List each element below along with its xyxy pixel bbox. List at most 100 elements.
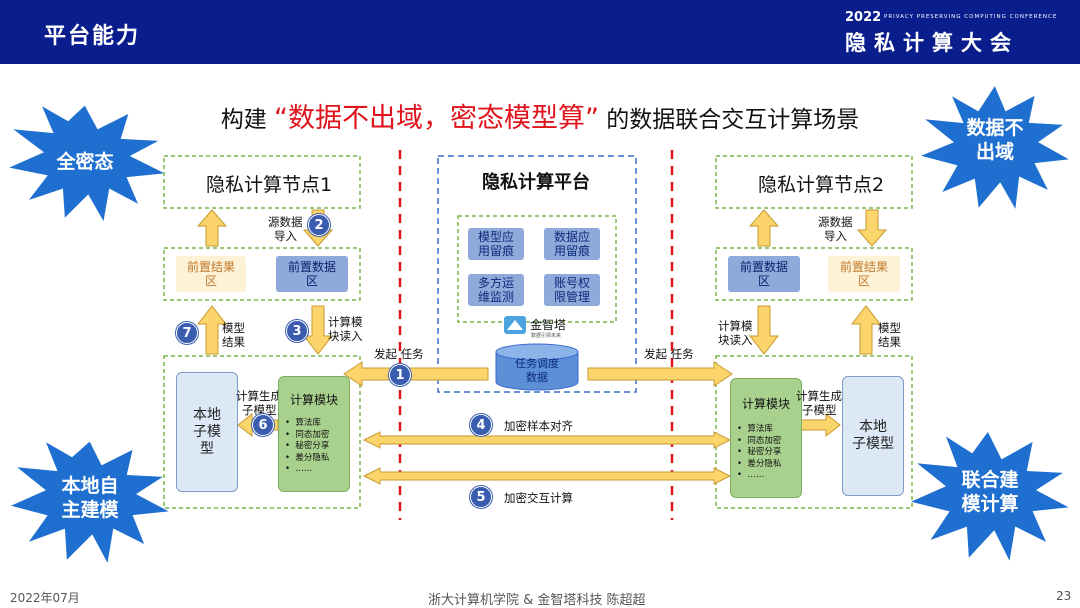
- burst-bottom-right: [904, 428, 1076, 568]
- step-4-badge: 4: [470, 414, 492, 436]
- node2-model-result-line1: 模型: [878, 321, 901, 335]
- node2-pre-result-line2: 区: [857, 274, 870, 288]
- platform-box-line: 账号权: [553, 276, 590, 290]
- footer-date: 2022年07月: [10, 591, 80, 605]
- node2-calc-generate-line2: 子模型: [802, 403, 837, 417]
- node2-pre-data-zone: 前置数据 区: [728, 256, 800, 292]
- node2-local-model-line1: 本地: [859, 419, 887, 435]
- headline-highlight: “数据不出域，密态模型算”: [274, 103, 599, 134]
- node1-calc-generate-line2: 子模型: [242, 403, 277, 417]
- node2-pre-result-line1: 前置结果: [839, 260, 888, 274]
- platform-box-line: 限管理: [553, 290, 590, 304]
- node2-calc-read-line1: 计算模: [718, 319, 753, 333]
- node1-local-model: 本地 子模 型: [176, 372, 238, 492]
- node1-calc-item: • 算法库: [285, 418, 321, 428]
- node2-pre-result-zone: 前置结果 区: [828, 256, 900, 292]
- platform-box-line: 维监测: [477, 290, 514, 304]
- conference-name: 隐私计算大会: [845, 31, 1019, 55]
- node2-model-result-line2: 结果: [878, 335, 901, 349]
- dispatch-task-right: 发起 任务: [644, 347, 694, 361]
- platform-box-line: 用留痕: [477, 244, 514, 258]
- node2-source-import-line2: 导入: [824, 229, 847, 243]
- burst-label-joint-line1: 联合建: [961, 469, 1019, 491]
- headline-prefix: 构建: [220, 107, 267, 133]
- node2-calc-item: • ……: [737, 470, 765, 480]
- headline: 构建 “数据不出域，密态模型算” 的数据联合交互计算场景: [0, 96, 1080, 135]
- node2-calc-item: • 秘密分享: [737, 447, 782, 457]
- node1-model-result-line2: 结果: [222, 335, 245, 349]
- node1-local-model-line3: 型: [200, 440, 214, 457]
- burst-label-local-line2: 主建模: [61, 499, 119, 521]
- node2-calc-item: • 同态加密: [737, 435, 782, 446]
- burst-label-data-line1: 数据不: [966, 117, 1024, 139]
- platform-logo-name: 金智塔: [530, 318, 567, 332]
- platform-model-trace: 模型应 用留痕: [468, 228, 524, 260]
- node1-pre-data-line1: 前置数据: [287, 260, 336, 274]
- node1-calc-module: 计算模块 • 算法库 • 同态加密 • 秘密分享 • 差分隐私 • ……: [278, 376, 350, 492]
- platform-logo-sub: 数据引领未来: [531, 333, 562, 339]
- burst-label-joint-line2: 模计算: [961, 493, 1019, 515]
- node2-pre-data-line2: 区: [757, 274, 770, 288]
- node1-calc-generate-line1: 计算生成: [236, 389, 282, 403]
- node1-calc-item: • 秘密分享: [285, 441, 330, 451]
- node2-title: 隐私计算节点2: [758, 174, 885, 196]
- headline-suffix: 的数据联合交互计算场景: [606, 107, 860, 133]
- node1-pre-data-line2: 区: [305, 274, 318, 288]
- node1-calc-read-line2: 块读入: [328, 329, 363, 343]
- burst-bottom-left: [4, 437, 176, 570]
- node2-calc-read-line2: 块读入: [718, 333, 753, 347]
- node1-source-import-line1: 源数据: [268, 215, 303, 229]
- node1-calc-items: • 算法库 • 同态加密 • 秘密分享 • 差分隐私 • ……: [285, 418, 349, 476]
- node1-calc-module-title: 计算模块: [289, 393, 338, 407]
- burst-top-right: [914, 81, 1076, 216]
- platform-multiparty-monitor: 多方运 维监测: [468, 274, 524, 306]
- burst-top-left: [2, 101, 172, 227]
- step4-label: 加密样本对齐: [504, 419, 573, 433]
- dispatch-task-left: 发起 任务: [374, 347, 424, 361]
- step-3-badge: 3: [286, 320, 308, 342]
- page-number: 23: [1056, 589, 1072, 603]
- platform-box-line: 数据应: [553, 230, 590, 244]
- node1-calc-read-line1: 计算模: [328, 315, 363, 329]
- node2-pre-data-line1: 前置数据: [739, 260, 788, 274]
- step5-label: 加密交互计算: [504, 491, 573, 505]
- node2-calc-module-title: 计算模块: [741, 397, 790, 411]
- platform-scheduler-line1: 任务调度: [515, 357, 559, 370]
- step-1-badge: 1: [389, 364, 411, 386]
- node2-calc-items: • 算法库 • 同态加密 • 秘密分享 • 差分隐私 • ……: [737, 424, 801, 482]
- node1-pre-result-zone: 前置结果 区: [176, 256, 246, 292]
- step-5-badge: 5: [470, 486, 492, 508]
- node1-calc-item: • ……: [285, 464, 313, 474]
- node2-local-model-line2: 子模型: [852, 436, 894, 452]
- node1-calc-item: • 差分隐私: [285, 452, 330, 463]
- burst-label-data-line2: 出域: [975, 141, 1014, 163]
- burst-label-local-line1: 本地自: [61, 475, 119, 497]
- node1-title: 隐私计算节点1: [206, 174, 333, 196]
- node1-model-result-line1: 模型: [222, 321, 245, 335]
- conference-year: 2022: [845, 10, 882, 25]
- node1-source-import-line2: 导入: [274, 229, 297, 243]
- step-7-badge: 7: [176, 322, 198, 344]
- platform-account-permission: 账号权 限管理: [544, 274, 600, 306]
- platform-box-line: 多方运: [477, 276, 514, 290]
- node2-source-import-line1: 源数据: [818, 215, 853, 229]
- platform-title: 隐私计算平台: [482, 172, 590, 193]
- platform-scheduler-line2: 数据: [526, 371, 548, 384]
- node2-calc-generate-line1: 计算生成: [796, 389, 842, 403]
- page-title: 平台能力: [44, 24, 141, 49]
- platform-box-line: 模型应: [477, 230, 514, 244]
- burst-label-full-encryption: 全密态: [56, 151, 114, 173]
- footer-author: 浙大计算机学院 & 金智塔科技 陈超超: [428, 593, 646, 608]
- node1-pre-result-line1: 前置结果: [186, 260, 235, 274]
- platform-box-line: 用留痕: [553, 244, 590, 258]
- node2-calc-item: • 差分隐私: [737, 458, 782, 469]
- node1-local-model-line2: 子模: [193, 423, 221, 440]
- step-2-badge: 2: [308, 214, 330, 236]
- node2-calc-module: 计算模块 • 算法库 • 同态加密 • 秘密分享 • 差分隐私 • ……: [730, 378, 802, 498]
- node1-local-model-line1: 本地: [193, 406, 221, 423]
- node1-pre-data-zone: 前置数据 区: [276, 256, 348, 292]
- node1-calc-item: • 同态加密: [285, 429, 330, 440]
- node2-calc-item: • 算法库: [737, 424, 773, 434]
- platform-data-trace: 数据应 用留痕: [544, 228, 600, 260]
